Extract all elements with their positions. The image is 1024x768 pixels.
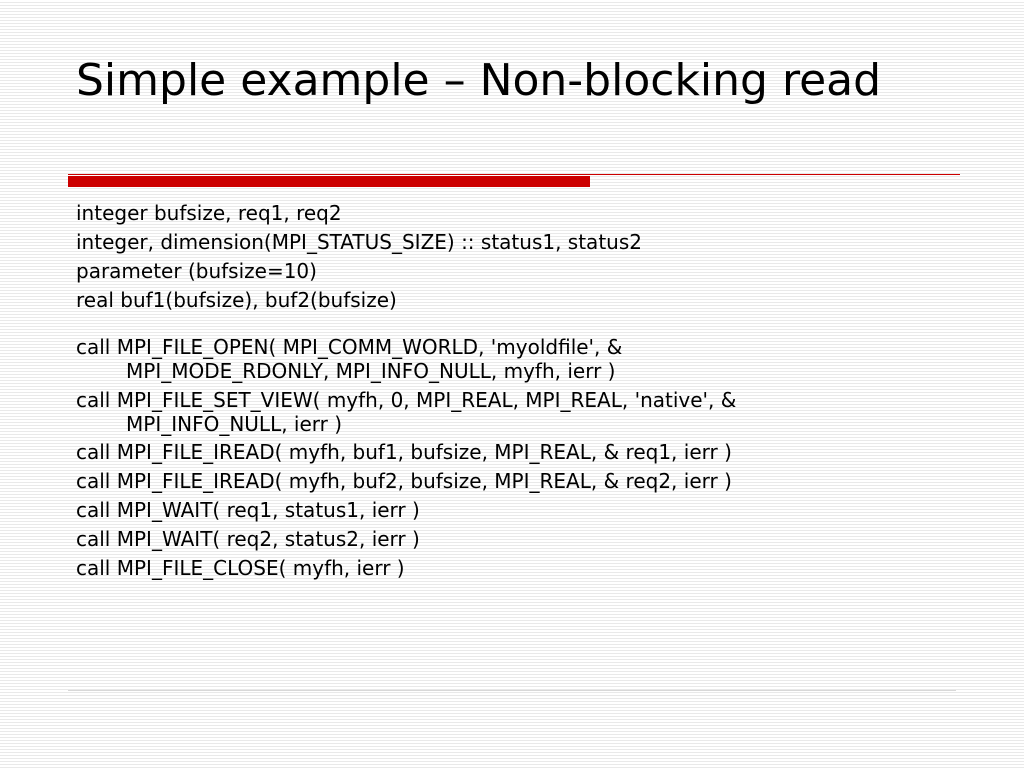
code-line-declaration: integer bufsize, req1, req2 bbox=[76, 201, 342, 225]
code-line-wait-1: call MPI_WAIT( req1, status1, ierr ) bbox=[76, 498, 420, 522]
code-line-continuation: MPI_INFO_NULL, ierr ) bbox=[126, 412, 343, 436]
calls-block: call MPI_FILE_OPEN( MPI_COMM_WORLD, 'myo… bbox=[76, 332, 956, 583]
code-line-first-part: call MPI_FILE_SET_VIEW( myfh, 0, MPI_REA… bbox=[76, 388, 737, 412]
code-line-declaration: parameter (bufsize=10) bbox=[76, 259, 317, 283]
footer-divider bbox=[68, 690, 956, 691]
code-line-wait-2: call MPI_WAIT( req2, status2, ierr ) bbox=[76, 527, 420, 551]
title-divider-accent-bar bbox=[68, 176, 590, 187]
code-line-declaration: real buf1(bufsize), buf2(bufsize) bbox=[76, 288, 397, 312]
code-listing: integer bufsize, req1, req2 integer, dim… bbox=[76, 199, 956, 583]
code-line-file-set-view: call MPI_FILE_SET_VIEW( myfh, 0, MPI_REA… bbox=[76, 385, 956, 438]
declarations-block: integer bufsize, req1, req2 integer, dim… bbox=[76, 199, 956, 315]
code-line-file-iread-2: call MPI_FILE_IREAD( myfh, buf2, bufsize… bbox=[76, 469, 732, 493]
code-line-first-part: call MPI_FILE_OPEN( MPI_COMM_WORLD, 'myo… bbox=[76, 335, 623, 359]
code-line-continuation: MPI_MODE_RDONLY, MPI_INFO_NULL, myfh, ie… bbox=[126, 359, 616, 383]
title-divider-thin-line bbox=[68, 174, 960, 175]
code-line-file-open: call MPI_FILE_OPEN( MPI_COMM_WORLD, 'myo… bbox=[76, 332, 956, 385]
title-divider bbox=[68, 174, 960, 187]
slide-title: Simple example – Non-blocking read bbox=[76, 55, 882, 106]
code-line-declaration: integer, dimension(MPI_STATUS_SIZE) :: s… bbox=[76, 230, 642, 254]
code-line-file-close: call MPI_FILE_CLOSE( myfh, ierr ) bbox=[76, 556, 405, 580]
code-line-file-iread-1: call MPI_FILE_IREAD( myfh, buf1, bufsize… bbox=[76, 440, 732, 464]
